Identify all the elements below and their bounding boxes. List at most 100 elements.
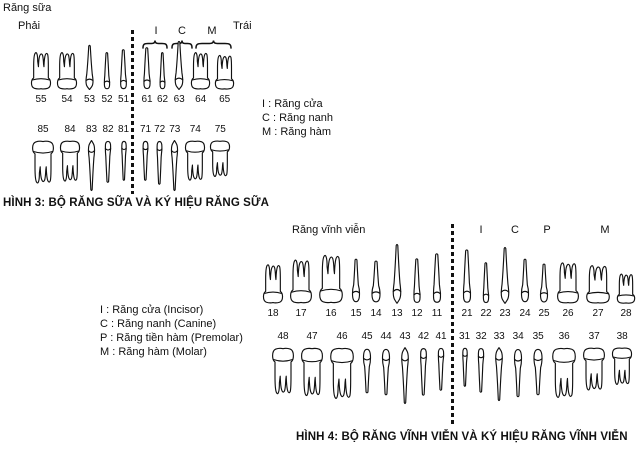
tooth-number-41: 41	[435, 331, 447, 342]
fig3-title: Răng sữa	[3, 2, 52, 14]
molar-icon	[56, 50, 78, 90]
tooth-number-12: 12	[411, 308, 423, 319]
tooth-81: 81	[118, 124, 129, 181]
tooth-31: 31	[459, 331, 470, 387]
incisor-icon	[480, 262, 492, 304]
tooth-26: 26	[556, 260, 580, 320]
molar-icon	[329, 347, 355, 402]
incisor-icon	[460, 347, 470, 387]
incisor-icon	[117, 49, 130, 90]
molar-icon	[556, 260, 580, 304]
molar-icon	[585, 263, 611, 304]
incisor-icon	[140, 47, 154, 90]
tooth-23: 23	[497, 247, 513, 320]
molar-icon	[289, 257, 313, 304]
fig3-group-label-c: C	[178, 25, 186, 37]
tooth-number-73: 73	[169, 124, 181, 135]
tooth-number-27: 27	[592, 308, 604, 319]
tooth-number-11: 11	[431, 308, 443, 319]
tooth-13: 13	[389, 244, 405, 320]
molar-icon	[184, 140, 206, 183]
tooth-number-75: 75	[214, 124, 226, 135]
tooth-14: 14	[368, 260, 384, 320]
tooth-54: 54	[56, 50, 78, 106]
fig3-side-label-phai: Phải	[18, 20, 41, 32]
tooth-55: 55	[30, 50, 52, 106]
fig3-legend-canine: C : Răng nanh	[262, 112, 333, 124]
tooth-number-28: 28	[620, 308, 632, 319]
tooth-number-13: 13	[391, 308, 403, 319]
tooth-85: 85	[31, 124, 55, 186]
tooth-number-74: 74	[189, 124, 201, 135]
fig4-group-label-c: C	[511, 224, 519, 236]
fig3-legend-molar: M : Răng hàm	[262, 126, 332, 138]
tooth-45: 45	[360, 331, 374, 394]
tooth-number-32: 32	[475, 331, 487, 342]
tooth-43: 43	[398, 331, 412, 404]
tooth-33: 33	[492, 331, 506, 401]
fig4-group-label-m: M	[600, 224, 610, 236]
tooth-number-61: 61	[141, 94, 153, 105]
tooth-61: 61	[140, 47, 154, 106]
tooth-21: 21	[459, 249, 475, 320]
tooth-number-26: 26	[562, 308, 574, 319]
tooth-number-38: 38	[616, 331, 628, 342]
tooth-number-24: 24	[519, 308, 531, 319]
tooth-number-31: 31	[459, 331, 471, 342]
tooth-number-54: 54	[61, 94, 73, 105]
tooth-number-25: 25	[538, 308, 550, 319]
tooth-62: 62	[157, 52, 168, 106]
tooth-number-47: 47	[306, 331, 318, 342]
incisor-icon	[154, 140, 165, 185]
tooth-53: 53	[82, 45, 97, 106]
tooth-25: 25	[537, 263, 551, 320]
canine-icon	[497, 247, 513, 304]
brace-canine-icon	[171, 40, 193, 49]
tooth-75: 75	[209, 124, 231, 179]
tooth-number-65: 65	[219, 94, 231, 105]
fig3-group-label-m: M	[207, 25, 217, 37]
brace-molar-icon	[195, 40, 232, 49]
incisor-icon	[119, 140, 129, 181]
tooth-74: 74	[184, 124, 206, 183]
incisor-icon	[475, 347, 487, 393]
tooth-number-43: 43	[399, 331, 411, 342]
tooth-37: 37	[582, 331, 606, 393]
premolar-icon	[518, 258, 532, 304]
tooth-16: 16	[318, 252, 344, 320]
tooth-11: 11	[429, 253, 445, 320]
tooth-number-82: 82	[102, 124, 114, 135]
premolar-icon	[368, 260, 384, 304]
fig4-legend-premolar: P : Răng tiền hàm (Premolar)	[100, 332, 243, 344]
molar-icon	[582, 347, 606, 393]
molar-icon	[209, 140, 231, 179]
tooth-73: 73	[168, 124, 181, 191]
molar-icon	[30, 50, 52, 90]
tooth-number-83: 83	[85, 124, 98, 135]
incisor-icon	[101, 52, 113, 90]
fig3-caption: HÌNH 3: BỘ RĂNG SỮA VÀ KÝ HIỆU RĂNG SỮA	[3, 197, 269, 209]
fig4-legend: I : Răng cửa (Incisor) C : Răng nanh (Ca…	[100, 303, 243, 359]
fig4-title: Răng vĩnh viễn	[292, 224, 366, 236]
fig4-group-label-p: P	[543, 224, 551, 236]
premolar-icon	[360, 347, 374, 394]
tooth-number-21: 21	[461, 308, 473, 319]
tooth-34: 34	[511, 331, 525, 398]
tooth-number-18: 18	[267, 308, 279, 319]
incisor-icon	[140, 140, 151, 181]
tooth-28: 28	[616, 272, 636, 320]
molar-icon	[214, 53, 235, 90]
canine-icon	[492, 347, 506, 401]
molar-icon	[190, 50, 211, 90]
molar-icon	[31, 140, 55, 186]
tooth-46: 46	[329, 331, 355, 402]
tooth-63: 63	[171, 41, 187, 106]
canine-icon	[389, 244, 405, 304]
molar-icon	[59, 140, 81, 184]
fig4-legend-canine: C : Răng nanh (Canine)	[100, 318, 217, 330]
tooth-number-37: 37	[588, 331, 600, 342]
